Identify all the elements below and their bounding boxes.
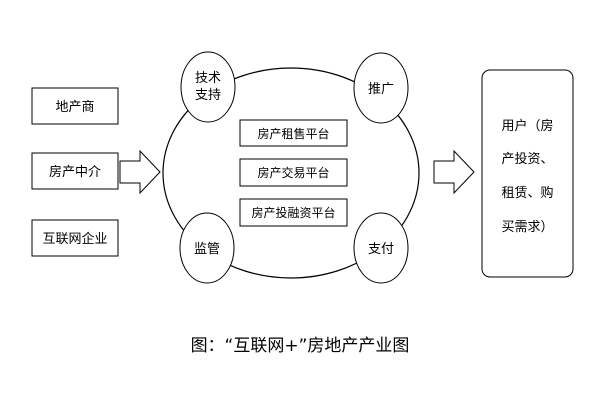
internet-company-label: 互联网企业 (42, 231, 107, 247)
user-needs-line2: 产投资、 (501, 151, 553, 167)
supervision-node (179, 212, 235, 284)
suppliers-group: 地产商 房产中介 互联网企业 (31, 87, 119, 257)
tech-support-label-line2: 支持 (195, 88, 221, 103)
internet-company-box (31, 219, 119, 257)
figure-caption: 图：“互联网+”房地产产业图 (191, 336, 410, 356)
left-arrow (119, 149, 161, 195)
supervision-label: 监管 (194, 242, 220, 257)
trade-platform-box (239, 158, 348, 187)
payment-node (353, 212, 409, 284)
trade-platform-label: 房产交易平台 (257, 165, 329, 180)
agency-box (31, 152, 119, 190)
agency-label: 房产中介 (49, 164, 101, 180)
platforms-group: 房产租售平台 房产交易平台 房产投融资平台 (239, 119, 348, 227)
finance-platform-box (239, 198, 348, 227)
tech-support-label-line1: 技术 (195, 71, 221, 86)
rental-platform-box (239, 119, 348, 147)
developer-label: 地产商 (55, 100, 94, 115)
promotion-node (353, 52, 409, 124)
hub-nodes: 技术 支持 推广 监管 支付 (179, 51, 409, 284)
promotion-label: 推广 (368, 82, 394, 97)
user-needs-line4: 买需求） (501, 220, 553, 235)
developer-box (31, 87, 119, 125)
right-arrow (433, 149, 475, 195)
user-needs-line1: 用户（房 (501, 118, 553, 134)
finance-platform-label: 房产投融资平台 (251, 205, 335, 220)
user-needs-line3: 租赁、购 (501, 185, 553, 201)
tech-support-node (180, 51, 236, 123)
payment-label: 支付 (368, 242, 394, 257)
user-needs-box (481, 69, 574, 278)
rental-platform-label: 房产租售平台 (257, 126, 329, 141)
